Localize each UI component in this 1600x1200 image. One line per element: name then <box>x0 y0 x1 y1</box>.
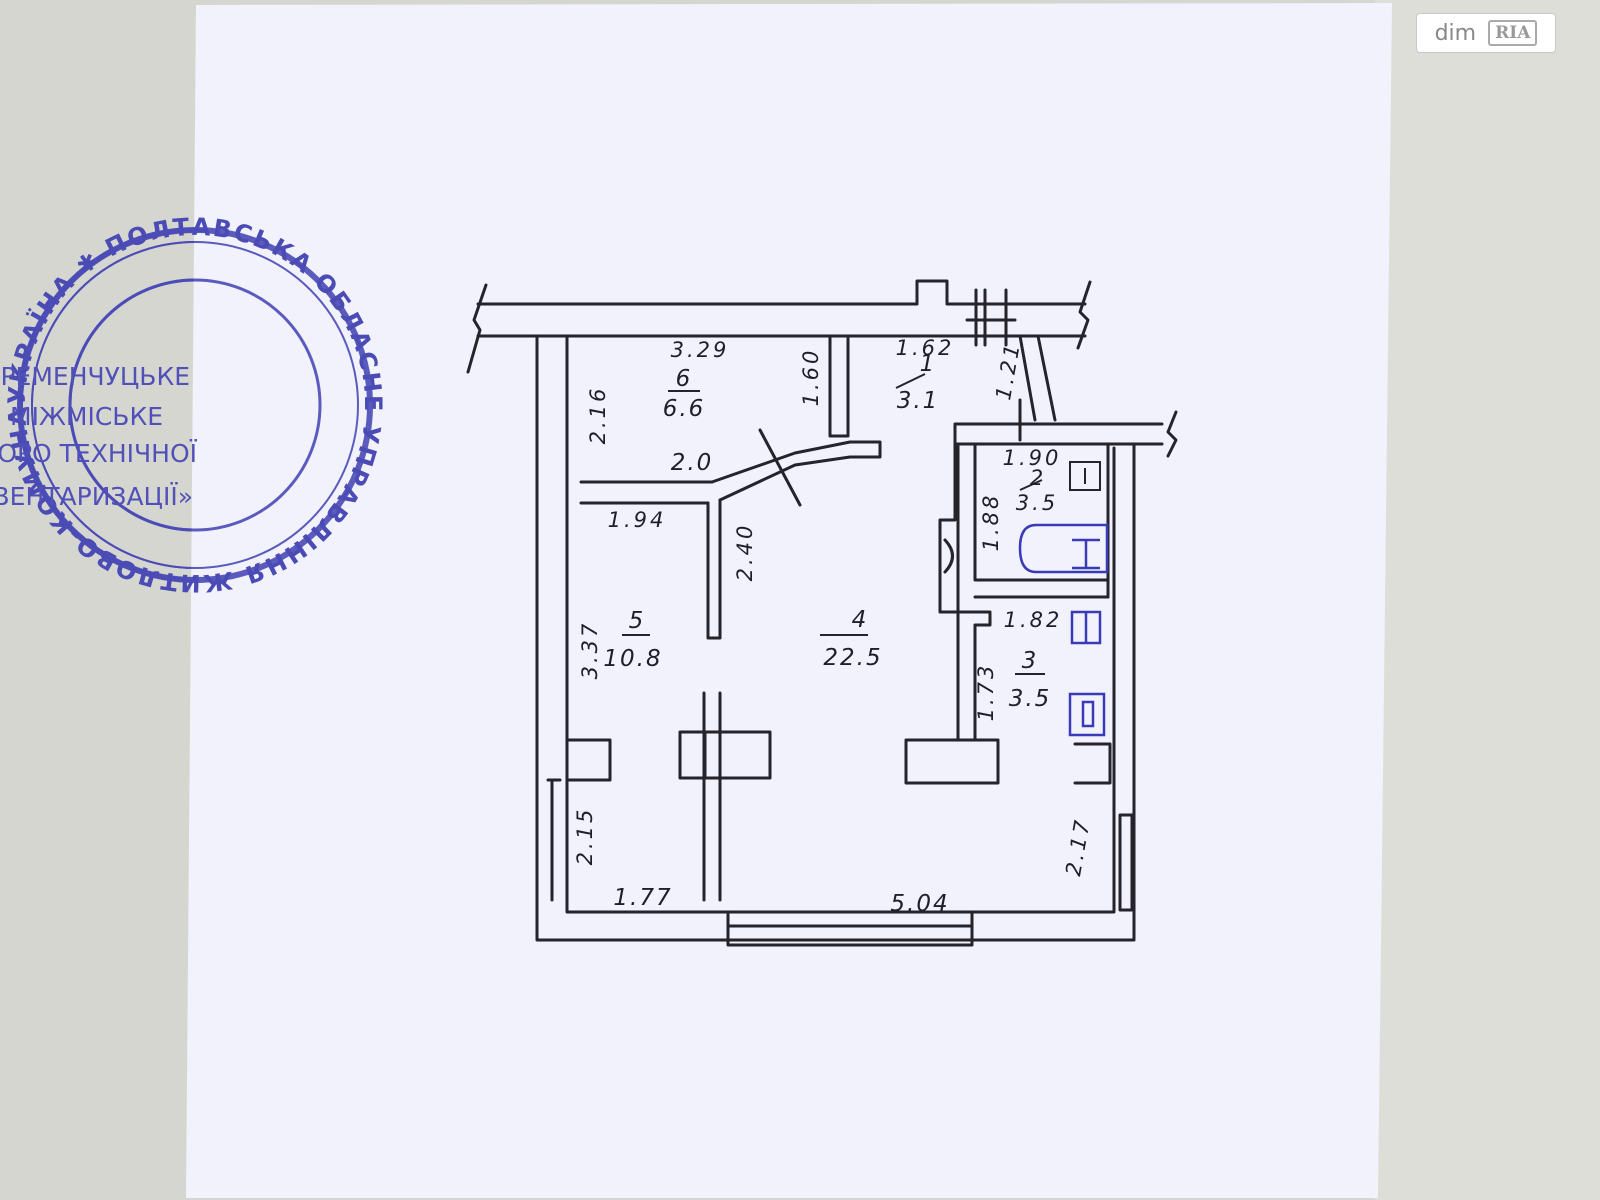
dim-2-40: 2.40 <box>733 523 757 582</box>
watermark-right: RIA <box>1488 20 1538 46</box>
dim-1-77: 1.77 <box>613 885 672 911</box>
room1-number: 1 <box>920 351 937 377</box>
radiator-room5 <box>567 738 612 782</box>
room6-number: 6 <box>676 366 693 392</box>
dim-1-73: 1.73 <box>974 663 998 722</box>
dim-2-16: 2.16 <box>586 386 610 445</box>
room1-area: 3.1 <box>897 388 940 414</box>
wall-break-bath <box>1166 410 1178 458</box>
wall-bath-left <box>938 442 960 614</box>
room-labels: 6 6.6 1 3.1 2 3.5 3 3.5 4 22.5 5 10.8 <box>603 351 1058 712</box>
wall-room6-right <box>828 334 850 438</box>
room4-number: 4 <box>852 607 869 633</box>
radiator-room4-right <box>904 738 1000 785</box>
background-right <box>1375 0 1600 1200</box>
dim-5-04: 5.04 <box>890 891 949 917</box>
wall-room1-diagonal <box>1018 334 1057 422</box>
toilet-icon <box>1068 692 1106 737</box>
dim-3-37: 3.37 <box>578 621 602 680</box>
dim-1-62: 1.62 <box>896 336 955 360</box>
room3-number: 3 <box>1022 648 1039 674</box>
dim-2-0: 2.0 <box>671 450 714 476</box>
window-right <box>1118 813 1134 912</box>
room4-area: 22.5 <box>823 645 882 671</box>
stamp-line-1: КРЕМЕНЧУЦЬКЕ <box>0 362 190 391</box>
door-arc-bath <box>943 538 954 574</box>
wall-room5-right-lower <box>702 691 722 902</box>
bath-tap-icon <box>1072 538 1100 570</box>
outer-boundary-inner <box>565 334 1116 914</box>
sink-icon <box>1070 610 1102 645</box>
room2-number: 2 <box>1030 466 1046 490</box>
stamp-line-2: МІЖМІСЬКЕ <box>10 402 163 431</box>
dim-1-82: 1.82 <box>1004 608 1063 632</box>
room3-area: 3.5 <box>1009 686 1052 712</box>
sanitary-fixtures <box>1018 523 1109 737</box>
wall-break-left <box>466 283 488 374</box>
room6-area: 6.6 <box>663 396 706 422</box>
paper-sheet <box>186 3 1392 1198</box>
wall-bath-top <box>953 422 1164 446</box>
dim-2-15: 2.15 <box>573 807 597 866</box>
window-bottom <box>726 910 974 947</box>
room2-area: 3.5 <box>1016 491 1058 515</box>
wall-bath-bottom <box>973 442 1110 599</box>
washbasin-icon <box>1069 461 1101 491</box>
entrance-door-symbol <box>965 288 1017 347</box>
dim-1-88: 1.88 <box>979 493 1003 552</box>
watermark-logo: dim RIA <box>1416 13 1556 53</box>
bathtub-icon <box>1018 523 1109 574</box>
outer-boundary <box>535 334 1136 942</box>
wall-break-right <box>1076 280 1092 350</box>
radiator-room3 <box>1073 742 1112 785</box>
dim-1-94: 1.94 <box>608 508 667 532</box>
watermark-left: dim <box>1434 20 1477 46</box>
dim-3-29: 3.29 <box>671 338 730 362</box>
room2-fraction <box>1019 479 1043 491</box>
dim-1-90: 1.90 <box>1003 446 1062 470</box>
wall-room5-right-upper <box>706 498 722 640</box>
door-swing-diagonal <box>758 428 802 507</box>
dim-1-60: 1.60 <box>799 348 823 407</box>
radiator-room4-left <box>678 730 772 780</box>
room1-fraction <box>895 373 926 389</box>
stamp-line-3: БЮРО ТЕХНІЧНОЇ <box>0 439 198 468</box>
stamp-line-4: ІНВЕНТАРИЗАЦІЇ» <box>0 482 193 511</box>
room5-area: 10.8 <box>603 646 662 672</box>
corridor-wall-outer <box>476 279 1087 306</box>
window-left <box>546 778 562 902</box>
wall-diagonal <box>710 440 882 502</box>
room5-number: 5 <box>629 608 646 634</box>
